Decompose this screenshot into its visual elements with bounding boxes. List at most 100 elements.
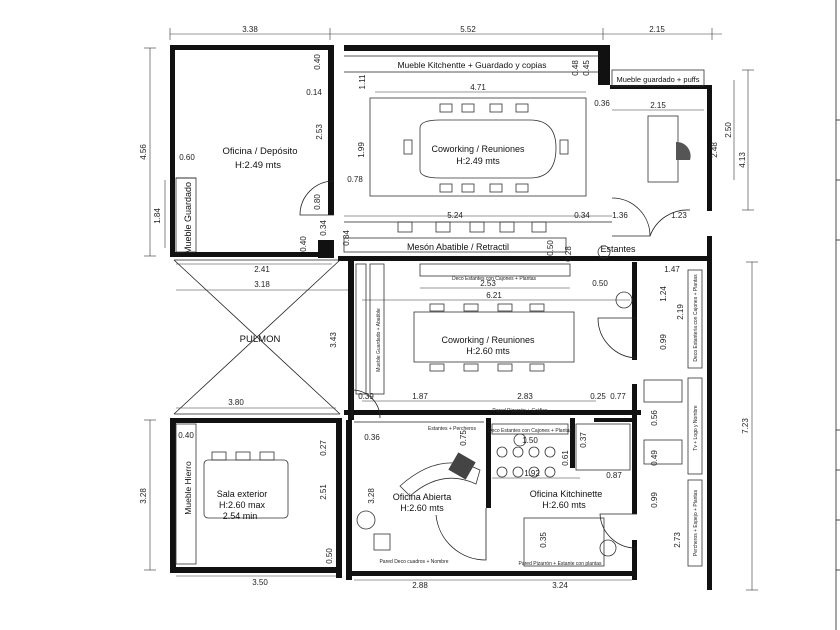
room-height-coworking-top: H:2.49 mts [456, 156, 500, 166]
plant [597, 245, 611, 259]
dim-075: 0.75 [459, 430, 468, 446]
dim-187: 1.87 [412, 392, 428, 401]
plant [599, 539, 617, 557]
room-oficina-kitchinette: Deco Estantes con Cajones + Plantas 1.50… [488, 423, 631, 567]
meson-chairs [397, 221, 547, 233]
dim-060: 0.60 [179, 153, 195, 162]
dim-123: 1.23 [671, 211, 687, 220]
door-swing [597, 317, 638, 359]
label-mueble-guardado-puffs: Mueble guardado + puffs [616, 75, 699, 84]
room-height-oficina-deposito: H:2.49 mts [235, 160, 281, 171]
dim-087: 0.87 [606, 471, 622, 480]
dim-right-250: 2.50 [724, 122, 733, 138]
dim-199: 1.99 [357, 142, 366, 158]
door-swing [299, 180, 335, 216]
label-estantes: Estantes [600, 244, 636, 254]
dim-288: 2.88 [412, 581, 428, 590]
door-swing [599, 513, 638, 549]
dim-025: 0.25 [590, 392, 606, 401]
dim-124: 1.24 [659, 286, 668, 302]
walls [170, 45, 712, 590]
deco-estantes [419, 263, 571, 277]
dim-top-3: 2.15 [649, 25, 665, 34]
dim-039: 0.39 [358, 392, 374, 401]
desk [647, 115, 679, 183]
label-mueble-hierro: Mueble Hierro [183, 461, 193, 515]
plant [356, 510, 376, 530]
room-name-oficina-deposito: Oficina / Depósito [223, 146, 298, 157]
room-coworking-mid: Mueble Guardado + Abatible Deco Estantes… [355, 245, 633, 402]
dim-036b: 0.36 [364, 433, 380, 442]
dim-left-456: 4.56 [139, 144, 148, 160]
dim-034: 0.34 [574, 211, 590, 220]
dim-080: 0.80 [313, 194, 322, 210]
label-deco-estanteria: Deco Estanteria con Cajones + Plantas [693, 274, 699, 362]
dim-040b: 0.40 [299, 236, 308, 252]
dim-111: 1.11 [358, 74, 367, 90]
room-sala-exterior: 3.80 0.40 Mueble Hierro Sala exterior H:… [175, 398, 336, 587]
deco-cajones [491, 423, 569, 435]
dim-380: 3.80 [228, 398, 244, 407]
mueble-guardado-abatible [355, 263, 367, 395]
dim-099: 0.99 [659, 334, 668, 350]
chairs-mid [429, 303, 545, 372]
label-mueble-kitchentte: Mueble Kitchentte + Guardado y copias [397, 60, 546, 70]
label-tv-logo: Tv + Logo y Nombre [693, 405, 699, 451]
room-name-sala-exterior: Sala exterior [217, 489, 268, 499]
label-pared-pizarron-grafica: Pared Pizarrón + Gráfica [492, 408, 547, 414]
dim-318: 3.18 [254, 280, 270, 289]
chairs-sala [211, 451, 275, 461]
room-height-oficina-kitchinette: H:2.60 mts [542, 500, 586, 510]
dim-050: 0.50 [546, 240, 555, 256]
room-name-coworking-mid: Coworking / Reuniones [441, 335, 535, 345]
room-oficina-abierta: Pared Pizarrón + Gráfica Estantes + Perc… [354, 408, 632, 590]
dim-028: 0.28 [564, 246, 573, 262]
dim-219: 2.19 [676, 304, 685, 320]
dim-right-723: 7.23 [741, 418, 750, 434]
dim-471: 4.71 [470, 83, 486, 92]
dim-left-328: 3.28 [139, 488, 148, 504]
label-deco-estantes: Deco Estantes con Cajones + Plantas [452, 276, 537, 282]
dim-273: 2.73 [673, 532, 682, 548]
meeting-area-outline [369, 97, 587, 197]
dim-left-184: 1.84 [153, 208, 162, 224]
dim-050c: 0.50 [325, 548, 334, 564]
dim-077: 0.77 [610, 392, 626, 401]
deco-estanteria [687, 269, 703, 369]
office-chair [676, 141, 691, 160]
room-name-oficina-abierta: Oficina Abierta [393, 492, 452, 502]
dim-283: 2.83 [517, 392, 533, 401]
door-swing [435, 508, 487, 561]
dim-034b: 0.34 [319, 220, 328, 236]
dim-147: 1.47 [664, 265, 680, 274]
dim-350: 3.50 [252, 578, 268, 587]
label-pared-pizarron-estante: Pared Pizarrón + Estante con plantas [519, 561, 602, 567]
label-meson-abatible: Mesón Abatible / Retractil [407, 242, 509, 252]
dim-right-413: 4.13 [738, 152, 747, 168]
chairs [403, 103, 569, 193]
mueble-hierro [175, 423, 197, 565]
room-height-oficina-abierta: H:2.60 mts [400, 503, 444, 513]
label-pared-deco-cuadros: Pared Deco cuadros + Nombre [379, 559, 448, 565]
mueble-guardado-puffs [611, 69, 705, 87]
dim-621: 6.21 [486, 291, 502, 300]
desk-curved [399, 462, 481, 497]
right-corridor: 1.47 1.24 2.19 0.99 Deco Estanteria con … [643, 265, 703, 567]
dim-049: 0.49 [650, 450, 659, 466]
dim-048: 0.48 [571, 60, 580, 76]
kitchen-counter [523, 517, 605, 567]
meson-abatible [343, 237, 567, 253]
label-percheros: Percheros + Espejo + Plantas [693, 489, 699, 556]
left-dimension-line: 4.56 3.28 1.84 [139, 47, 166, 571]
dim-324: 3.24 [552, 581, 568, 590]
label-estantes-percheros: Estantes + Percheros [428, 426, 476, 432]
conference-table-mid [413, 311, 575, 363]
plant [615, 291, 633, 309]
dim-084: 0.84 [342, 230, 351, 246]
dim-045: 0.45 [582, 60, 591, 76]
room-height-coworking-mid: H:2.60 mts [466, 346, 510, 356]
dim-050b: 0.50 [592, 279, 608, 288]
office-chair [448, 452, 476, 480]
pulmon-void [173, 259, 341, 415]
